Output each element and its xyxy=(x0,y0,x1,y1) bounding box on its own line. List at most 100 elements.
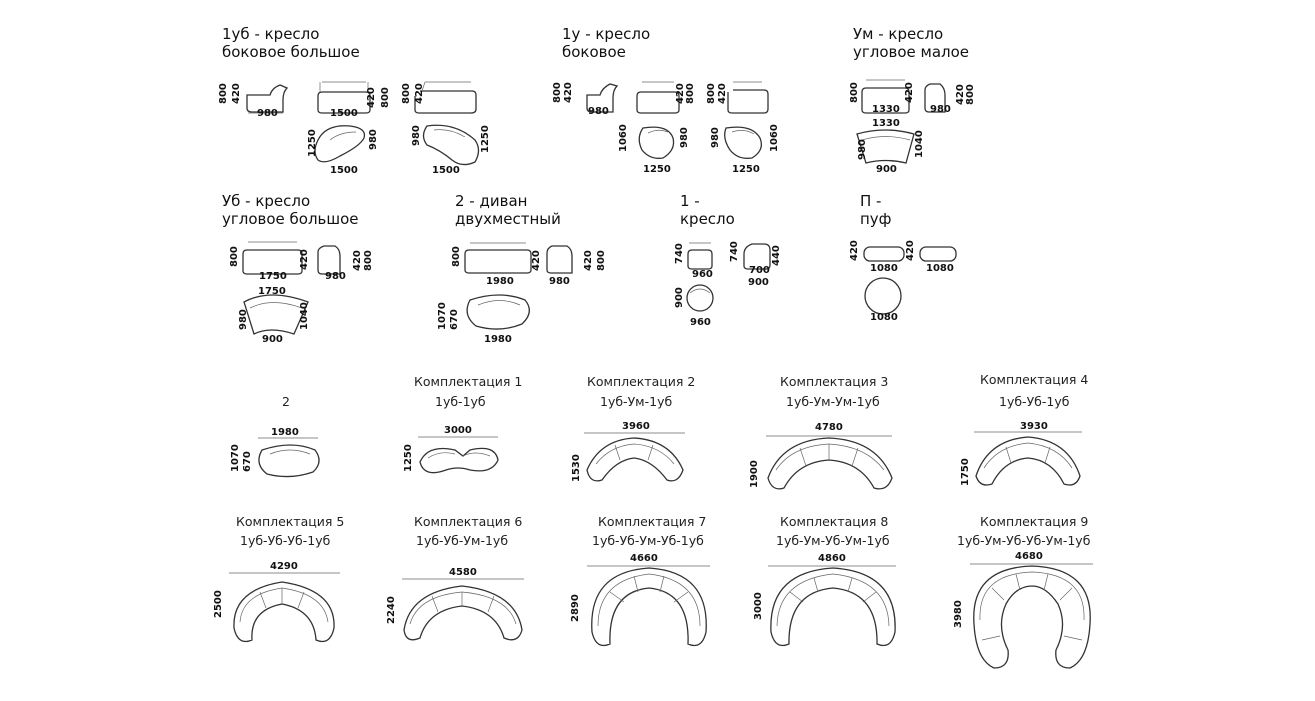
module-1-line2: кресло xyxy=(680,210,735,228)
set-0-code: 2 xyxy=(282,394,290,409)
dim-m6-5: 900 xyxy=(748,277,769,288)
set-2-width: 3960 xyxy=(622,421,650,432)
module-p-drawings xyxy=(863,246,957,315)
set-3-width: 4780 xyxy=(815,422,843,433)
set-8-width: 4860 xyxy=(818,553,846,564)
set-5-width: 4290 xyxy=(270,561,298,572)
set-0-height1: 1070 xyxy=(230,444,241,472)
dim-m1-13: 1500 xyxy=(432,165,460,176)
set-6-width: 4580 xyxy=(449,567,477,578)
module-2-line2: двухместный xyxy=(455,210,561,228)
module-1u-title: 1у - кресло боковое xyxy=(562,25,650,61)
dim-m2-12: 1250 xyxy=(732,164,760,175)
module-p-title: П - пуф xyxy=(860,192,892,228)
set-4-drawing xyxy=(974,431,1082,486)
dim-m7-3: 1080 xyxy=(926,263,954,274)
set-6-height1: 2240 xyxy=(386,596,397,624)
module-1ub-line1: 1уб - кресло xyxy=(222,25,320,43)
set-8-code: 1уб-Ум-Уб-Ум-1уб xyxy=(776,533,890,548)
set-1-code: 1уб-1уб xyxy=(435,394,486,409)
set-1-width: 3000 xyxy=(444,425,472,436)
set-5-drawing xyxy=(229,572,340,643)
set-7-drawing xyxy=(587,565,710,647)
module-um-drawings xyxy=(856,79,946,164)
set-2-drawing xyxy=(258,437,320,478)
set-2-title: Комплектация 2 xyxy=(587,374,696,389)
dim-m5-1: 1980 xyxy=(486,276,514,287)
set-2-drawing-k2 xyxy=(584,432,685,482)
set-9-title: Комплектация 9 xyxy=(980,514,1089,529)
dim-m6-3: 700 xyxy=(749,265,770,276)
module-2-title: 2 - диван двухместный xyxy=(455,192,561,228)
dim-m4-8: 900 xyxy=(262,334,283,345)
module-1ub-line2: боковое большое xyxy=(222,43,360,61)
dim-m1-10: 1500 xyxy=(330,165,358,176)
module-ub-line2: угловое большое xyxy=(222,210,359,228)
dim-m3-6: 1330 xyxy=(872,118,900,129)
dim-m5-3: 980 xyxy=(549,276,570,287)
set-9-drawing xyxy=(970,563,1093,669)
set-5-title: Комплектация 5 xyxy=(236,514,345,529)
set-0-width: 1980 xyxy=(271,427,299,438)
dim-m1-3: 1500 xyxy=(330,108,358,119)
module-1ub-top-drawing xyxy=(314,124,480,166)
module-1-title: 1 - кресло xyxy=(680,192,735,228)
set-7-title: Комплектация 7 xyxy=(598,514,707,529)
set-8-drawing xyxy=(768,565,896,647)
set-8-title: Комплектация 8 xyxy=(780,514,889,529)
module-1u-line1: 1у - кресло xyxy=(562,25,651,43)
set-6-title: Комплектация 6 xyxy=(414,514,523,529)
module-ub-drawings xyxy=(242,241,341,335)
set-2-height1: 1530 xyxy=(571,454,582,482)
set-3-drawing xyxy=(766,435,893,490)
module-1u-drawings xyxy=(586,81,769,159)
dim-m4-1: 1750 xyxy=(259,271,287,282)
module-um-line2: угловое малое xyxy=(853,43,970,61)
set-3-height1: 1900 xyxy=(749,460,760,488)
dim-m5-8: 1980 xyxy=(484,334,512,345)
dim-m3-8: 900 xyxy=(876,164,897,175)
set-0-height2: 670 xyxy=(242,451,253,472)
set-9-code: 1уб-Ум-Уб-Уб-Ум-1уб xyxy=(957,533,1091,548)
set-2-code: 1уб-Ум-1уб xyxy=(600,394,673,409)
set-6-code: 1уб-Уб-Ум-1уб xyxy=(416,533,509,548)
module-1ub-title: 1уб - кресло боковое большое xyxy=(222,25,360,61)
set-8-height1: 3000 xyxy=(753,592,764,620)
dim-m3-1: 1330 xyxy=(872,104,900,115)
dim-m6-7: 960 xyxy=(690,317,711,328)
dim-m2-9: 1250 xyxy=(643,164,671,175)
module-um-title: Ум - кресло угловое малое xyxy=(853,25,969,61)
module-um-line1: Ум - кресло xyxy=(853,25,944,43)
dim-m4-3: 980 xyxy=(325,271,346,282)
set-1-height1: 1250 xyxy=(403,444,414,472)
module-p-line2: пуф xyxy=(860,210,892,228)
module-1-line1: 1 - xyxy=(680,192,700,210)
set-5-height1: 2500 xyxy=(213,590,224,618)
dim-m7-1: 1080 xyxy=(870,263,898,274)
dim-m6-1: 960 xyxy=(692,269,713,280)
dim-m7-4: 1080 xyxy=(870,312,898,323)
dim-m4-6: 1750 xyxy=(258,286,286,297)
module-2-drawings xyxy=(464,242,573,330)
set-7-height1: 2890 xyxy=(570,594,581,622)
set-9-width: 4680 xyxy=(1015,551,1043,562)
dim-m1-2: 980 xyxy=(257,108,278,119)
module-1ub-side-drawing xyxy=(246,81,477,114)
set-4-title: Комплектация 4 xyxy=(980,372,1089,387)
set-4-width: 3930 xyxy=(1020,421,1048,432)
set-5-code: 1уб-Уб-Уб-1уб xyxy=(240,533,331,548)
dim-m2-2: 980 xyxy=(588,106,609,117)
set-3-code: 1уб-Ум-Ум-1уб xyxy=(786,394,880,409)
set-1-title: Комплектация 1 xyxy=(414,374,523,389)
set-9-height1: 3980 xyxy=(953,600,964,628)
set-1-drawing xyxy=(418,436,499,474)
module-ub-line1: Уб - кресло xyxy=(222,192,311,210)
module-ub-title: Уб - кресло угловое большое xyxy=(222,192,359,228)
module-p-line1: П - xyxy=(860,192,882,210)
module-1-drawings xyxy=(686,242,771,312)
set-7-width: 4660 xyxy=(630,553,658,564)
set-4-code: 1уб-Уб-1уб xyxy=(999,394,1070,409)
set-3-title: Комплектация 3 xyxy=(780,374,889,389)
